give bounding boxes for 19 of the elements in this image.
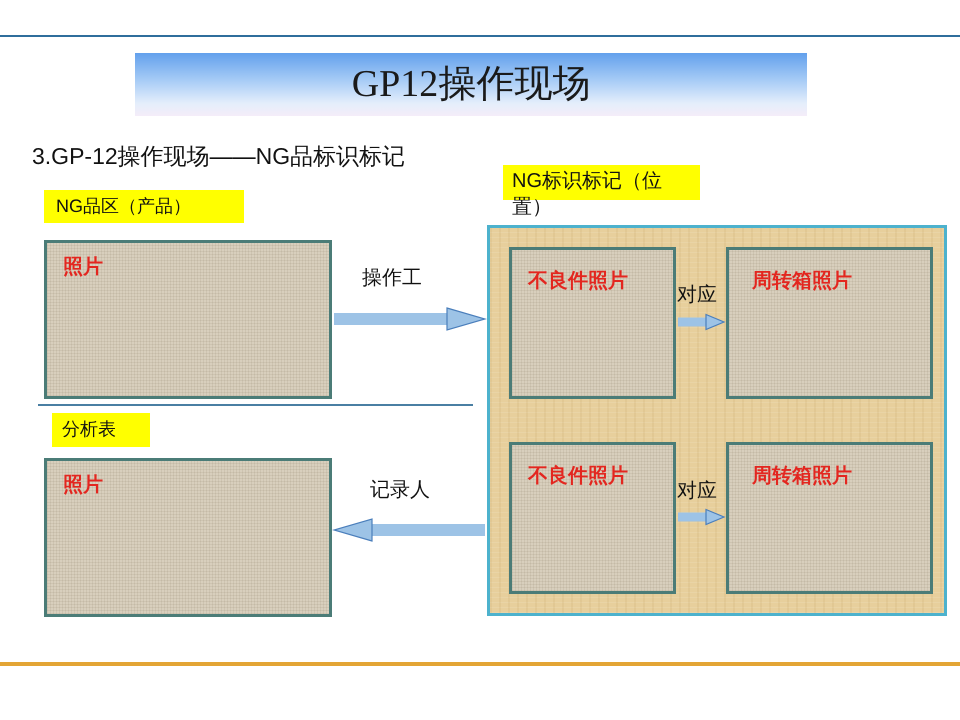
photo-box: 照片 xyxy=(44,458,332,617)
photo-box: 照片 xyxy=(44,240,332,399)
edge-label: 操作工 xyxy=(362,266,422,290)
photo-box: 周转箱照片 xyxy=(726,247,933,399)
highlight-label: 分析表 xyxy=(52,413,150,447)
block-arrow xyxy=(334,307,486,331)
title-banner: GP12操作现场 xyxy=(135,53,807,116)
block-arrow xyxy=(678,314,725,330)
block-arrow xyxy=(333,518,485,542)
edge-label: 记录人 xyxy=(370,478,430,502)
subtitle: 3.GP-12操作现场——NG品标识标记 xyxy=(32,142,406,171)
highlight-label: NG品区（产品） xyxy=(44,190,244,223)
photo-box: 不良件照片 xyxy=(509,247,676,399)
panel xyxy=(487,225,947,616)
edge-label: 对应 xyxy=(677,283,717,307)
edge-label: 对应 xyxy=(677,479,717,503)
photo-box: 不良件照片 xyxy=(509,442,676,594)
block-arrow xyxy=(678,508,725,526)
photo-box: 周转箱照片 xyxy=(726,442,933,594)
